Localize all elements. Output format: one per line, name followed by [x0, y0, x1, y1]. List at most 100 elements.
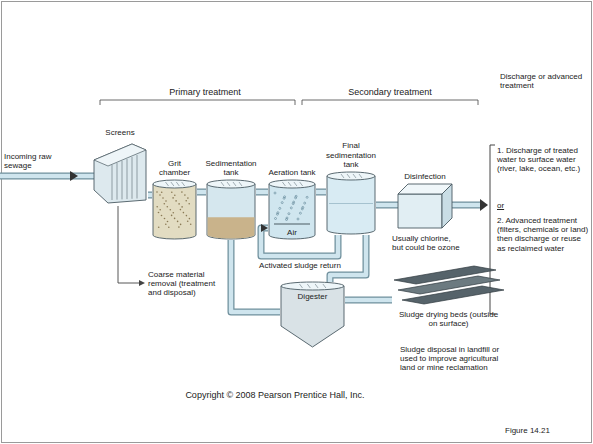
annotation: 1. Discharge of treated water to surface… [497, 146, 589, 174]
grit-particle [158, 212, 160, 214]
annotation: Primary treatment [150, 87, 260, 97]
air-bubble [293, 201, 295, 203]
pipe-wall [376, 202, 398, 209]
leader-line [118, 206, 140, 283]
pipe-wall [330, 235, 366, 282]
grit-particle [180, 209, 182, 211]
grit-particle [167, 221, 169, 223]
pipe-connector [345, 300, 392, 301]
treatment-unit: Digester [280, 282, 345, 348]
screen-bar [137, 155, 138, 199]
pipe-core [376, 203, 398, 208]
pipe-wall [197, 189, 206, 196]
air-bubble [284, 196, 286, 198]
unit-label: Sludge drying beds (outside on surface) [396, 310, 501, 328]
tank-grate [307, 284, 310, 288]
section-bracket [100, 100, 295, 105]
flow-arrowhead [261, 224, 268, 232]
tank-grate [288, 182, 291, 186]
grit-particle [165, 223, 167, 225]
tank-grate [182, 182, 185, 186]
grit-particle [178, 226, 180, 228]
unit-label: Disinfection [395, 172, 455, 181]
treatment-unit: Final sedimentation tank [326, 172, 376, 235]
tank-grate [221, 182, 224, 186]
grit-particle [178, 203, 180, 205]
disinfection-box-side [442, 184, 452, 228]
pipe-wall [231, 240, 280, 312]
grit-particle [171, 191, 173, 193]
unit-label: Air [277, 228, 307, 237]
pipe-wall [345, 297, 392, 304]
tank-grate [294, 182, 297, 186]
air-bubble [304, 202, 306, 204]
air-bubble [295, 195, 297, 197]
grit-particle [190, 224, 192, 226]
pipe-core [330, 235, 366, 282]
water-line [329, 203, 373, 204]
grit-particle [162, 197, 164, 199]
air-bubble [297, 218, 299, 220]
grit-particle [164, 203, 166, 205]
unit-label: Aeration tank [267, 168, 317, 177]
tank-grate [315, 284, 318, 288]
sedimentation-tank [207, 184, 255, 239]
pipe-label: Activated sludge return [250, 261, 350, 270]
settled-sludge [208, 217, 255, 238]
grit-particle [181, 191, 183, 193]
unit-label: Final sedimentation tank [321, 141, 381, 169]
grit-particle [185, 200, 187, 202]
tank-grate [233, 182, 236, 186]
tank-grate [353, 174, 356, 178]
air-bubble [274, 192, 276, 194]
unit-illustration [152, 180, 197, 240]
grit-particle [172, 197, 174, 199]
screen-bar [127, 159, 128, 199]
annotation: Incoming raw sewage [4, 152, 66, 170]
pipe-core [197, 190, 206, 195]
treatment-unit: Sedimentation tank [206, 180, 256, 240]
treatment-unit: Screens [92, 140, 148, 205]
pipe-core [256, 190, 268, 195]
air-bubble [275, 218, 277, 220]
grit-particle [159, 194, 161, 196]
pipe-core [231, 240, 280, 312]
tank-grate [341, 174, 344, 178]
pipe-connector [316, 192, 326, 193]
air-bubble [306, 196, 308, 198]
air-bubble [281, 202, 283, 204]
grit-particle [184, 194, 186, 196]
pipe-core [148, 193, 152, 198]
air-bubble [277, 212, 279, 214]
unit-illustration [398, 184, 452, 228]
unit-illustration [92, 140, 148, 205]
screen-bar [122, 161, 123, 199]
tank-grate [166, 182, 169, 186]
tank-grate [176, 182, 179, 186]
grit-particle [165, 200, 167, 202]
pipe-core [316, 190, 326, 195]
grit-particle [187, 197, 189, 199]
drying-bed [402, 286, 504, 304]
treatment-unit: Grit chamber [152, 180, 197, 240]
outlet-pipe [452, 203, 482, 208]
inlet-pipe [0, 173, 94, 180]
digester-top [281, 282, 344, 290]
grit-particle [173, 212, 175, 214]
grit-particle [180, 224, 182, 226]
grit-particle [158, 227, 160, 229]
grit-particle [161, 192, 163, 194]
tank-grate [300, 182, 303, 186]
air-bubble [279, 207, 281, 209]
grit-particle [175, 200, 177, 202]
grit-particle [171, 215, 173, 217]
grit-particle [164, 218, 166, 220]
grit-particle [174, 194, 176, 196]
grit-particle [174, 218, 176, 220]
pipe-connector [330, 235, 366, 282]
tank-grate [347, 174, 350, 178]
annotation: Coarse material removal (treatment and d… [148, 270, 226, 298]
sedimentation-tank-top [207, 180, 255, 188]
screen-bar [112, 165, 113, 200]
